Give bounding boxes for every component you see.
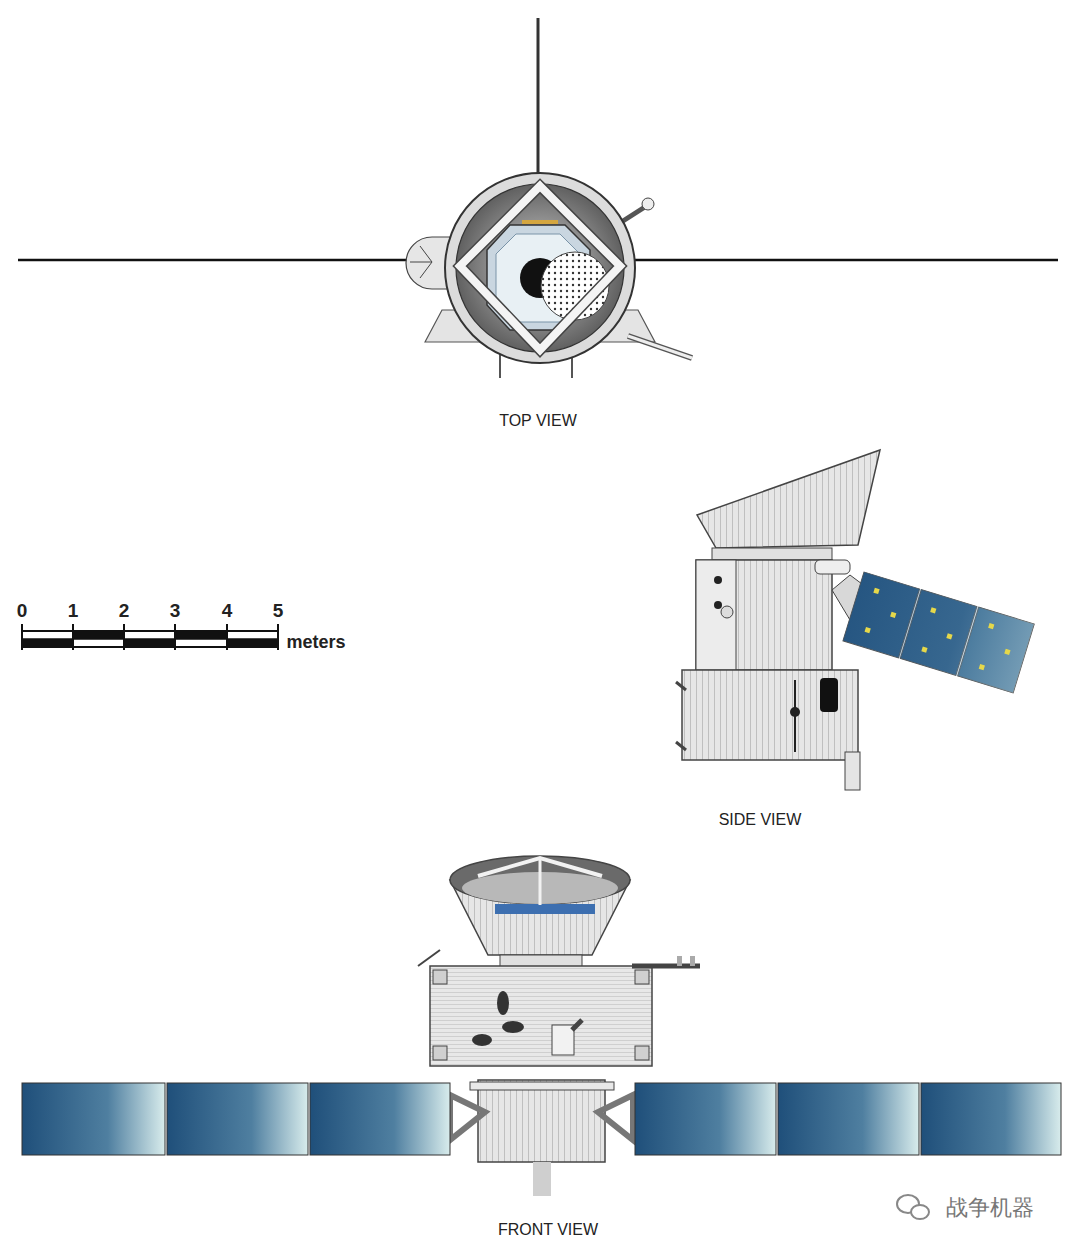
side-view-figure-part xyxy=(873,588,879,594)
side-view-figure-part xyxy=(696,560,832,670)
scale-bar xyxy=(22,624,278,650)
front-view-figure-part xyxy=(778,1083,919,1155)
view-title: TOP VIEW xyxy=(499,412,577,430)
front-view-figure-part xyxy=(450,856,630,904)
top-view-figure-part xyxy=(420,246,432,262)
side-view-figure-part xyxy=(697,450,880,548)
front-view-figure-part xyxy=(450,1095,485,1140)
side-view-figure-part xyxy=(1004,649,1010,655)
scale-number: 0 xyxy=(17,601,28,622)
top-view-figure-part xyxy=(522,220,558,224)
front-view-figure-part xyxy=(310,1083,450,1155)
front-view-figure-part xyxy=(690,956,695,966)
side-view-figure-part xyxy=(820,678,838,712)
front-view-figure-part xyxy=(500,955,582,967)
front-view-figure-part xyxy=(470,1082,614,1090)
scale-bar-part xyxy=(123,624,125,650)
top-view-figure-part xyxy=(420,262,432,278)
front-view-figure-part xyxy=(632,964,700,969)
side-view-figure-part xyxy=(979,664,985,670)
front-view-figure-part xyxy=(497,991,509,1015)
top-view-figure-part xyxy=(460,186,620,350)
top-view-figure-part xyxy=(410,262,432,263)
side-view-figure-part xyxy=(843,572,1034,693)
view-title: SIDE VIEW xyxy=(719,811,802,829)
side-view-figure-part xyxy=(988,623,994,629)
scale-number: 3 xyxy=(170,601,181,622)
scale-bar-part xyxy=(21,624,23,650)
top-view-figure xyxy=(18,18,1058,378)
side-view-figure-part xyxy=(865,627,871,633)
top-view-figure-part xyxy=(456,184,624,352)
front-view-figure-part xyxy=(433,970,447,984)
scale-number: 2 xyxy=(119,601,130,622)
side-view-figure-part xyxy=(890,612,896,618)
scale-unit: meters xyxy=(286,633,345,653)
front-view-figure-part xyxy=(552,1025,574,1055)
front-view-figure-part xyxy=(677,956,682,966)
view-title: FRONT VIEW xyxy=(498,1221,598,1239)
front-view-figure-part xyxy=(430,966,652,1066)
side-view-figure-part xyxy=(712,548,832,560)
front-view-figure-part xyxy=(598,1095,633,1140)
scale-bar-part xyxy=(73,631,124,639)
scale-bar-part xyxy=(124,639,175,647)
scale-number: 1 xyxy=(68,601,79,622)
side-view-figure-part xyxy=(790,707,800,717)
scale-bar-part xyxy=(22,631,278,647)
side-view-figure-part xyxy=(815,560,850,574)
side-view-figure-part xyxy=(721,606,733,618)
front-view-figure-part xyxy=(478,1080,605,1162)
side-view-figure-part xyxy=(676,742,686,750)
front-view-figure xyxy=(22,856,1061,1196)
side-view-figure xyxy=(676,450,1034,790)
top-view-figure-part xyxy=(445,173,635,363)
front-view-figure-part xyxy=(539,858,542,905)
front-view-figure-part xyxy=(572,1020,582,1030)
front-view-figure-part xyxy=(921,1083,1061,1155)
scale-bar-part xyxy=(277,624,279,650)
front-view-figure-part xyxy=(495,904,595,914)
side-view-figure-part xyxy=(682,670,858,760)
scale-number: 5 xyxy=(273,601,284,622)
side-view-figure-part xyxy=(921,646,927,652)
scale-bar-part xyxy=(175,631,227,639)
front-view-figure-part xyxy=(502,1021,524,1033)
side-view-figure-part xyxy=(930,607,936,613)
front-view-figure-part xyxy=(418,950,440,966)
front-view-figure-part xyxy=(533,1162,551,1196)
front-view-figure-part xyxy=(635,1083,776,1155)
scale-bar-part xyxy=(72,624,74,650)
watermark: 战争机器 xyxy=(946,1196,1034,1220)
front-view-figure-part xyxy=(635,1046,649,1060)
front-view-figure-part xyxy=(635,970,649,984)
scale-bar-part xyxy=(22,639,73,647)
front-view-figure-part xyxy=(167,1083,308,1155)
scale-bar-part xyxy=(174,624,176,650)
watermark-icon-part xyxy=(911,1205,929,1219)
side-view-figure-part xyxy=(946,633,952,639)
watermark-icon xyxy=(897,1195,929,1219)
side-view-figure-part xyxy=(845,752,860,790)
top-view-figure-part xyxy=(406,237,450,289)
top-view-figure-part xyxy=(628,336,692,358)
top-view-figure-part xyxy=(642,198,654,210)
side-view-figure-part xyxy=(676,682,686,690)
top-view-figure-part xyxy=(537,18,540,180)
side-view-figure-part xyxy=(843,572,1034,693)
front-view-figure-part xyxy=(472,1034,492,1046)
scale-bar-part xyxy=(226,624,228,650)
side-view-figure-part xyxy=(714,576,722,584)
top-view-figure-part xyxy=(628,336,692,358)
top-view-figure-part xyxy=(460,186,620,350)
side-view-figure-part xyxy=(714,601,722,609)
scale-number: 4 xyxy=(222,601,233,622)
side-view-figure-part xyxy=(696,560,736,670)
front-view-figure-part xyxy=(433,1046,447,1060)
scale-bar-part xyxy=(227,639,278,647)
front-view-figure-part xyxy=(22,1083,165,1155)
